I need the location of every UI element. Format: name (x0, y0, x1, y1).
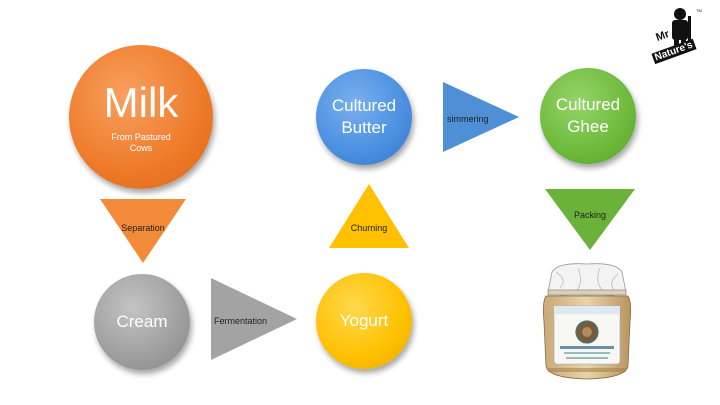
logo-trademark: TM (696, 8, 702, 13)
cream-title: Cream (116, 312, 168, 331)
ghee-line2: Ghee (567, 117, 609, 136)
packing-arrow (545, 189, 635, 250)
butter-line1: Cultured (331, 96, 397, 115)
separation-label: Separation (121, 223, 165, 233)
yogurt-title: Yogurt (339, 311, 389, 330)
packing-label: Packing (573, 210, 607, 220)
milk-subtitle-line2: Cows (129, 143, 153, 153)
ghee-jar-image (538, 262, 636, 382)
brand-logo: Mr Nature's TM (650, 6, 706, 68)
simmering-label: simmering (447, 114, 489, 124)
milk-node: Milk From Pastured Cows (69, 45, 213, 189)
fermentation-arrow (211, 278, 297, 360)
milk-title: Milk (103, 79, 179, 126)
butter-line2: Butter (341, 118, 387, 137)
separation-arrow (100, 199, 186, 263)
yogurt-node: Yogurt (316, 273, 412, 369)
churning-arrow (329, 184, 409, 248)
cultured-ghee-node: Cultured Ghee (540, 68, 636, 164)
ghee-line1: Cultured (555, 95, 621, 114)
cultured-butter-node: Cultured Butter (316, 69, 412, 165)
milk-subtitle-line1: From Pastured (111, 132, 171, 142)
fermentation-label: Fermentation (214, 316, 268, 326)
cream-node: Cream (94, 274, 190, 370)
churning-label: Churning (350, 223, 388, 233)
simmering-arrow (443, 82, 519, 152)
